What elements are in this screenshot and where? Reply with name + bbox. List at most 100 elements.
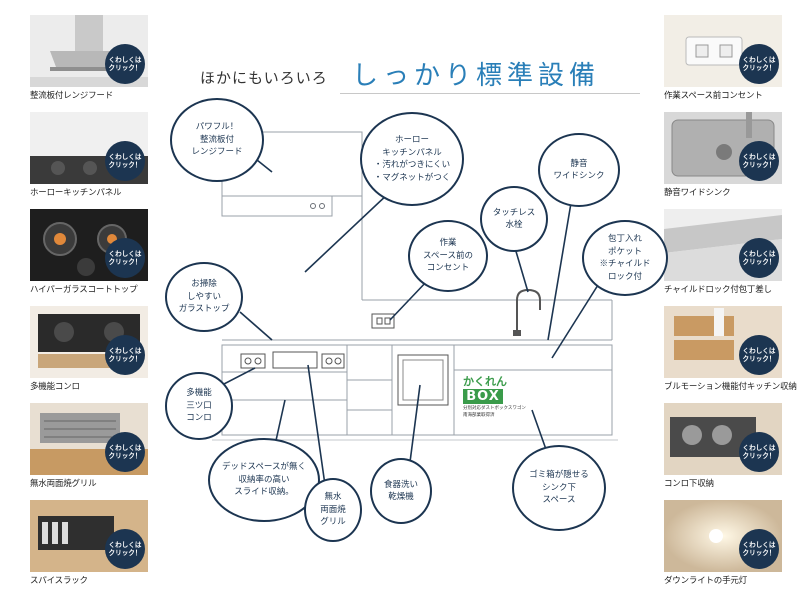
thumb-range-hood[interactable]: くわしくは クリック！ 整流板付レンジフード [30, 15, 148, 101]
badge-line1: くわしくは [742, 249, 776, 258]
range-hood-illustration [30, 15, 148, 87]
thumb-caption: ダウンライトの手元灯 [664, 576, 748, 586]
stove-knob [334, 357, 342, 365]
callout-grill: 無水 両面焼 グリル [304, 478, 362, 542]
range-hood-photo: くわしくは クリック！ [30, 15, 148, 87]
badge-line1: くわしくは [108, 55, 142, 64]
stove-knob-panel-right [321, 353, 345, 369]
thumb-caption: ブルモーション機能付キッチン収納 [664, 382, 797, 392]
glass-top-photo: くわしくは クリック！ [30, 209, 148, 281]
faucet-base [513, 330, 521, 336]
knife-pocket-photo: くわしくは クリック！ [664, 209, 782, 281]
callout-dead-space: デッドスペースが無く 収納率の高い スライド収納。 [208, 438, 320, 522]
badge-line1: くわしくは [108, 443, 142, 452]
thumb-caption: スパイスラック [30, 576, 88, 586]
stove-knob [325, 357, 333, 365]
click-badge[interactable]: くわしくは クリック！ [739, 335, 779, 375]
dishwasher-door [397, 354, 449, 406]
callout-range-hood: パワフル！ 整流板付 レンジフード [170, 98, 264, 182]
dishwasher-window [402, 359, 444, 401]
outlet-photo: くわしくは クリック！ [664, 15, 782, 87]
thumb-caption: チャイルドロック付包丁差し [664, 285, 772, 295]
badge-line1: くわしくは [108, 249, 142, 258]
badge-line2: クリック！ [742, 161, 776, 169]
callout-outlet: 作業 スペース前の コンセント [408, 220, 488, 292]
box-logo-top: かくれん [463, 375, 507, 388]
callout-stove: 多機能 三ツ口 コンロ [165, 372, 233, 440]
badge-line2: クリック！ [108, 452, 142, 460]
thumb-caption: 整流板付レンジフード [30, 91, 114, 101]
page-title-block: ほかにもいろいろ しっかり標準設備 [200, 55, 640, 95]
callout-enamel-panel: ホーロー キッチンパネル ・汚れがつきにくい ・マグネットがつく [360, 112, 464, 206]
badge-line2: クリック！ [108, 258, 142, 266]
title-main: しっかり標準設備 [352, 61, 601, 91]
badge-line2: クリック！ [742, 64, 776, 72]
stove-photo: くわしくは クリック！ [30, 306, 148, 378]
under-stove-photo: くわしくは クリック！ [664, 403, 782, 475]
badge-line2: クリック！ [742, 258, 776, 266]
stove-knob [244, 357, 252, 365]
thumb-glass-top[interactable]: くわしくは クリック！ ハイパーガラスコートトップ [30, 209, 148, 295]
badge-line2: クリック！ [742, 452, 776, 460]
sink-photo: くわしくは クリック！ [664, 112, 782, 184]
hood-button [310, 203, 316, 209]
callout-glass-top: お掃除 しやすい ガラストップ [165, 262, 243, 332]
badge-line1: くわしくは [742, 152, 776, 161]
badge-line2: クリック！ [742, 355, 776, 363]
thumb-outlet[interactable]: くわしくは クリック！ 作業スペース前コンセント [664, 15, 782, 101]
kakuren-box-logo: かくれん BOX 分別対応ダストボックスワゴン 南海部業取得済 [463, 373, 526, 418]
click-badge[interactable]: くわしくは クリック！ [105, 529, 145, 569]
thumb-caption: ハイパーガラスコートトップ [30, 285, 138, 295]
stove-knob [254, 357, 262, 365]
badge-line2: クリック！ [742, 549, 776, 557]
callout-sink: 静音 ワイドシンク [538, 133, 620, 207]
thumb-sink[interactable]: くわしくは クリック！ 静音ワイドシンク [664, 112, 782, 198]
click-badge[interactable]: くわしくは クリック！ [739, 238, 779, 278]
thumb-downlight[interactable]: くわしくは クリック！ ダウンライトの手元灯 [664, 500, 782, 586]
badge-line2: クリック！ [108, 161, 142, 169]
click-badge[interactable]: くわしくは クリック！ [105, 335, 145, 375]
badge-line1: くわしくは [742, 55, 776, 64]
badge-line2: クリック！ [108, 355, 142, 363]
thumb-caption: ホーローキッチンパネル [30, 188, 122, 198]
thumb-caption: 作業スペース前コンセント [664, 91, 763, 101]
badge-line1: くわしくは [108, 540, 142, 549]
click-badge[interactable]: くわしくは クリック！ [739, 529, 779, 569]
title-sub: ほかにもいろいろ [200, 69, 328, 87]
thumb-kitchen-storage[interactable]: くわしくは クリック！ ブルモーション機能付キッチン収納 [664, 306, 797, 392]
badge-line1: くわしくは [742, 443, 776, 452]
thumb-enamel-panel[interactable]: くわしくは クリック！ ホーローキッチンパネル [30, 112, 148, 198]
thumb-knife-pocket[interactable]: くわしくは クリック！ チャイルドロック付包丁差し [664, 209, 782, 295]
thumb-under-stove[interactable]: くわしくは クリック！ コンロ下収納 [664, 403, 782, 489]
drawer-cabinet [346, 344, 393, 436]
grill-photo: くわしくは クリック！ [30, 403, 148, 475]
thumb-spice-rack[interactable]: くわしくは クリック！ スパイスラック [30, 500, 148, 586]
box-logo-small2: 南海部業取得済 [463, 413, 495, 418]
thumb-grill[interactable]: くわしくは クリック！ 無水両面焼グリル [30, 403, 148, 489]
click-badge[interactable]: くわしくは クリック！ [105, 44, 145, 84]
grill-door [272, 351, 318, 369]
thumb-caption: 静音ワイドシンク [664, 188, 731, 198]
badge-line2: クリック！ [108, 549, 142, 557]
faucet-shape [516, 288, 541, 336]
click-badge[interactable]: くわしくは クリック！ [105, 432, 145, 472]
click-badge[interactable]: くわしくは クリック！ [739, 432, 779, 472]
dishwasher-cabinet [391, 344, 455, 436]
thumb-stove[interactable]: くわしくは クリック！ 多機能コンロ [30, 306, 148, 392]
thumb-caption: 無水両面焼グリル [30, 479, 97, 489]
click-badge[interactable]: くわしくは クリック！ [105, 141, 145, 181]
thumb-caption: コンロ下収納 [664, 479, 714, 489]
badge-line1: くわしくは [742, 540, 776, 549]
badge-line1: くわしくは [108, 346, 142, 355]
badge-line1: くわしくは [108, 152, 142, 161]
click-badge[interactable]: くわしくは クリック！ [105, 238, 145, 278]
callout-dishwasher: 食器洗い 乾燥機 [370, 458, 432, 524]
title-underline [340, 93, 640, 94]
outlet-shape [371, 313, 395, 329]
click-badge[interactable]: くわしくは クリック！ [739, 141, 779, 181]
box-logo-main: BOX [463, 389, 503, 404]
spice-rack-illustration [30, 500, 148, 572]
click-badge[interactable]: くわしくは クリック！ [739, 44, 779, 84]
kitchen-storage-photo: くわしくは クリック！ [664, 306, 782, 378]
box-logo-small1: 分別対応ダストボックスワゴン [463, 406, 526, 411]
